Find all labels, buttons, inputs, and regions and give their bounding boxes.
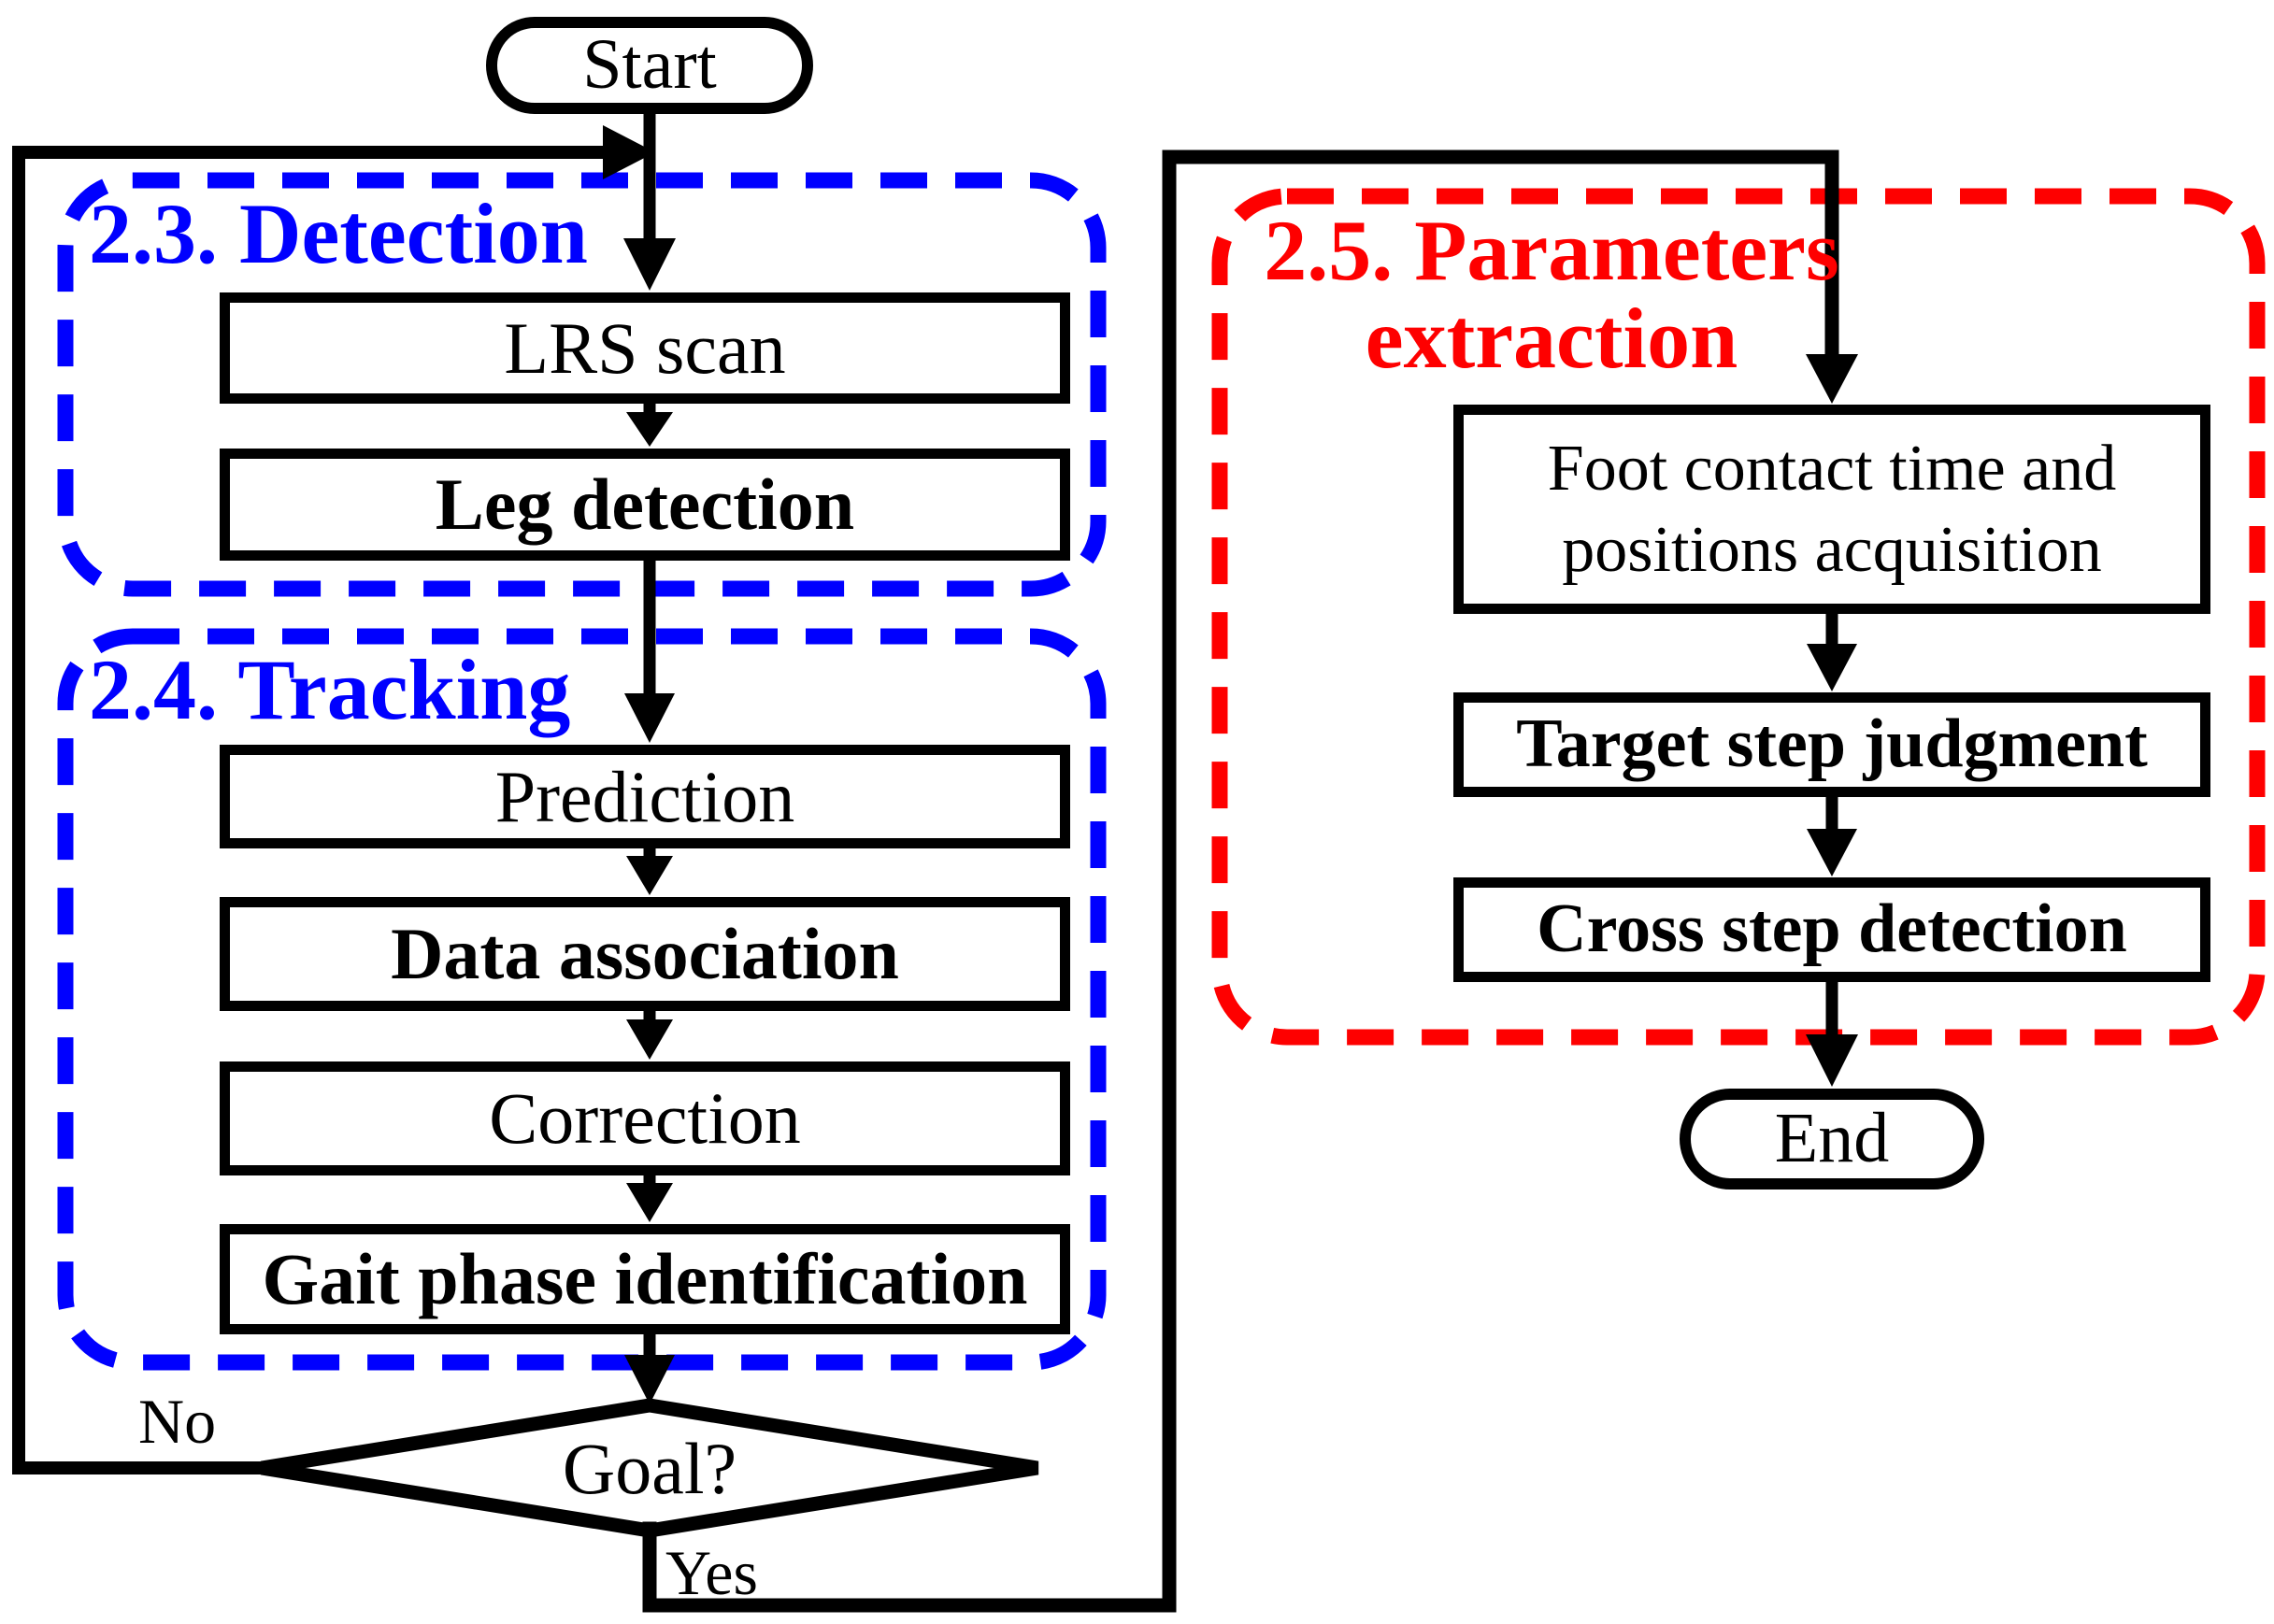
no-branch-label: No: [138, 1386, 217, 1457]
yes-branch-label: Yes: [665, 1537, 758, 1608]
arrowhead-icon: [623, 238, 676, 291]
arrowhead-icon: [626, 856, 673, 895]
foot-contact-step: Foot contact time and positions acquisit…: [1453, 405, 2210, 614]
prediction-step: Prediction: [220, 745, 1070, 848]
correction-step: Correction: [220, 1061, 1070, 1175]
arrowhead-icon: [624, 693, 675, 743]
arrowhead-icon: [626, 412, 673, 447]
arrowhead-icon: [626, 1019, 673, 1060]
arrowhead-icon: [1806, 1034, 1858, 1087]
gait-phase-identification-step: Gait phase identification: [220, 1224, 1070, 1334]
leg-detection-step: Leg detection: [220, 449, 1070, 561]
tracking-section-label: 2.4. Tracking: [89, 642, 571, 737]
no-loop-arrowhead-icon: [603, 125, 655, 179]
arrowhead-icon: [1807, 644, 1857, 691]
data-association-step: Data association: [220, 897, 1070, 1011]
start-node: Start: [486, 17, 813, 114]
arrowhead-icon: [1807, 829, 1857, 876]
goal-decision-label: Goal?: [562, 1427, 737, 1509]
lrs-scan-step: LRS scan: [220, 292, 1070, 404]
no-loop-line: [12, 146, 612, 1474]
arrowhead-icon: [624, 1355, 675, 1404]
arrowhead-icon: [626, 1183, 673, 1222]
arrowhead-icon: [1806, 354, 1858, 404]
foot-contact-step-line1: Foot contact time and: [1547, 432, 2117, 505]
detection-section-label: 2.3. Detection: [89, 186, 588, 281]
foot-contact-step-line2: positions acquisition: [1562, 514, 2102, 586]
cross-step-detection-step: Cross step detection: [1453, 877, 2210, 982]
detection-section-border: [57, 172, 1107, 597]
parameters-section-label-line2: extraction: [1365, 290, 1738, 386]
end-node: End: [1680, 1089, 1984, 1190]
parameters-section-label: 2.5. Parameters extraction: [1243, 207, 1860, 383]
tracking-section-border: [57, 628, 1107, 1371]
parameters-section-border: [1211, 188, 2266, 1046]
parameters-section-label-line1: 2.5. Parameters: [1264, 203, 1839, 298]
yes-loop-line: [642, 150, 1839, 1613]
target-step-judgment-step: Target step judgment: [1453, 692, 2210, 797]
